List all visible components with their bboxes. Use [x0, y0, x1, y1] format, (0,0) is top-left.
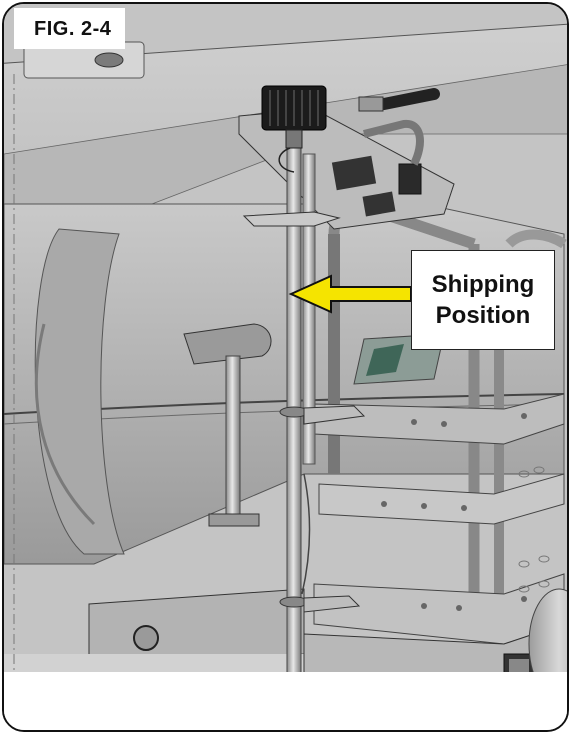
callout-line-1: Shipping	[431, 271, 535, 298]
shipping-position-callout: Shipping Position	[411, 250, 555, 350]
callout-line-2: Position	[435, 302, 531, 329]
figure-label: FIG. 2-4	[14, 8, 126, 49]
work-light	[261, 85, 327, 173]
technical-illustration	[4, 4, 567, 730]
side-handle	[183, 323, 272, 527]
light-pole	[242, 123, 366, 730]
